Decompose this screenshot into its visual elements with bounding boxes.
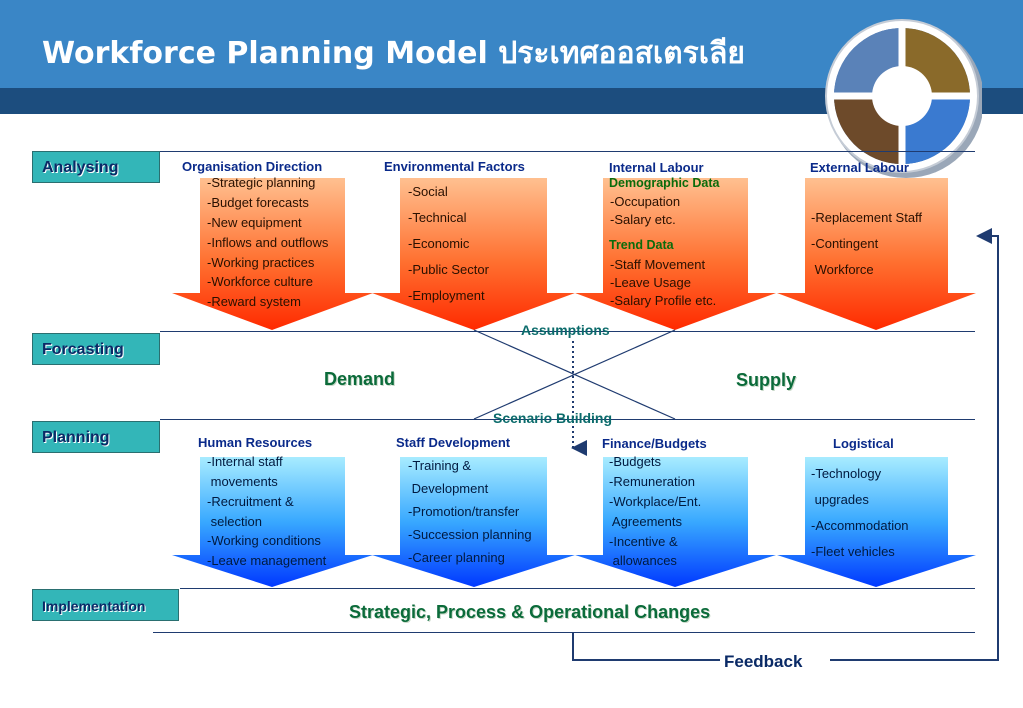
analysing-col2-title: Environmental Factors [384,159,525,174]
planning-col4-item: -Technology [811,466,882,481]
planning-col3-item: -Workplace/Ent. [609,494,702,509]
analysing-col1-item: -Budget forecasts [207,195,309,210]
planning-col4-title: Logistical [833,436,894,451]
planning-col3-item: -Incentive & [609,534,678,549]
divider-planning [160,419,975,420]
analysing-col3-sub2: Trend Data [609,238,674,252]
analysing-col2-item: -Employment [408,288,485,303]
planning-col2-item: -Career planning [408,550,505,565]
analysing-col2-item: -Economic [408,236,470,251]
analysing-col3-title: Internal Labour [609,160,704,175]
planning-col2-item: Development [408,481,489,496]
analysing-col3-item: -Staff Movement [610,257,706,272]
divider-implementation [180,588,975,589]
page-title: Workforce Planning Model ประเทศออสเตรเลี… [42,36,745,71]
planning-col1-item: movements [207,474,278,489]
stage-planning: Planning [32,421,160,453]
supply-label: Supply [736,370,797,390]
analysing-col1-item: -Inflows and outflows [207,235,329,250]
changes-label: Strategic, Process & Operational Changes [349,602,711,622]
planning-col1-item: -Recruitment & [207,494,294,509]
analysing-col3-item: -Leave Usage [610,275,691,290]
divider-forcasting [160,331,975,332]
planning-col2-item: -Training & [408,458,472,473]
feedback-return-line [830,228,999,661]
planning-col1-title: Human Resources [198,435,313,450]
analysing-col1-item: -Strategic planning [207,175,316,190]
analysing-col1-item: -Working practices [207,255,315,270]
scenario-building-label: Scenario Building [493,410,613,426]
analysing-col4-item: -Contingent [811,236,879,251]
arrow-blue-1 [172,457,373,587]
planning-col1-item: selection [207,514,262,529]
stage-analysing: Analysing [32,151,160,183]
arrow-red-4 [777,178,976,330]
arrow-blue-4 [777,457,976,587]
analysing-col2-item: -Public Sector [408,262,489,277]
feedback-loop-line [572,632,720,661]
analysing-col3-item: -Salary etc. [610,212,676,227]
analysing-col1-item: -Reward system [207,294,301,309]
stage-forcasting: Forcasting [32,333,160,365]
planning-col1-item: -Internal staff [207,454,283,469]
analysing-col2-item: -Technical [408,210,467,225]
decorative-logo [825,19,982,178]
feedback-label: Feedback [720,652,807,672]
planning-col3-item: Agreements [609,514,682,529]
planning-col3-item: -Budgets [609,454,662,469]
arrow-red-2 [372,178,575,330]
demand-label: Demand [324,369,396,389]
analysing-col2-item: -Social [408,184,448,199]
planning-col3-item: -Remuneration [609,474,695,489]
planning-col2-title: Staff Development [396,435,511,450]
planning-col2-item: -Succession planning [408,527,532,542]
cross-line-2 [473,329,676,420]
assumptions-label: Assumptions [521,322,610,338]
analysing-col3-item: -Occupation [610,194,681,209]
planning-col4-item: -Accommodation [811,518,909,533]
analysing-col3-item: -Salary Profile etc. [610,293,717,308]
stage-implementation: Implementation [32,589,179,621]
analysing-col1-title: Organisation Direction [182,159,323,174]
planning-col3-title: Finance/Budgets [602,436,707,451]
analysing-col4-title: External Labour [810,160,909,175]
analysing-col4-item: -Replacement Staff [811,210,923,225]
analysing-col3-sub1: Demographic Data [609,176,720,190]
planning-col4-item: upgrades [811,492,869,507]
analysing-col1-item: -New equipment [207,215,302,230]
planning-col4-item: -Fleet vehicles [811,544,895,559]
analysing-col4-item: Workforce [811,262,874,277]
planning-col2-item: -Promotion/transfer [408,504,520,519]
arrow-blue-2 [372,457,575,587]
planning-col1-item: -Leave management [207,553,327,568]
arrow-blue-3 [575,457,776,587]
divider-analysing [160,151,975,152]
arrow-red-1 [172,178,373,330]
planning-col3-item: allowances [609,553,677,568]
divider-bottom [153,632,975,633]
planning-col1-item: -Working conditions [207,533,321,548]
arrow-red-3 [575,178,776,330]
analysing-col1-item: -Workforce culture [207,274,313,289]
